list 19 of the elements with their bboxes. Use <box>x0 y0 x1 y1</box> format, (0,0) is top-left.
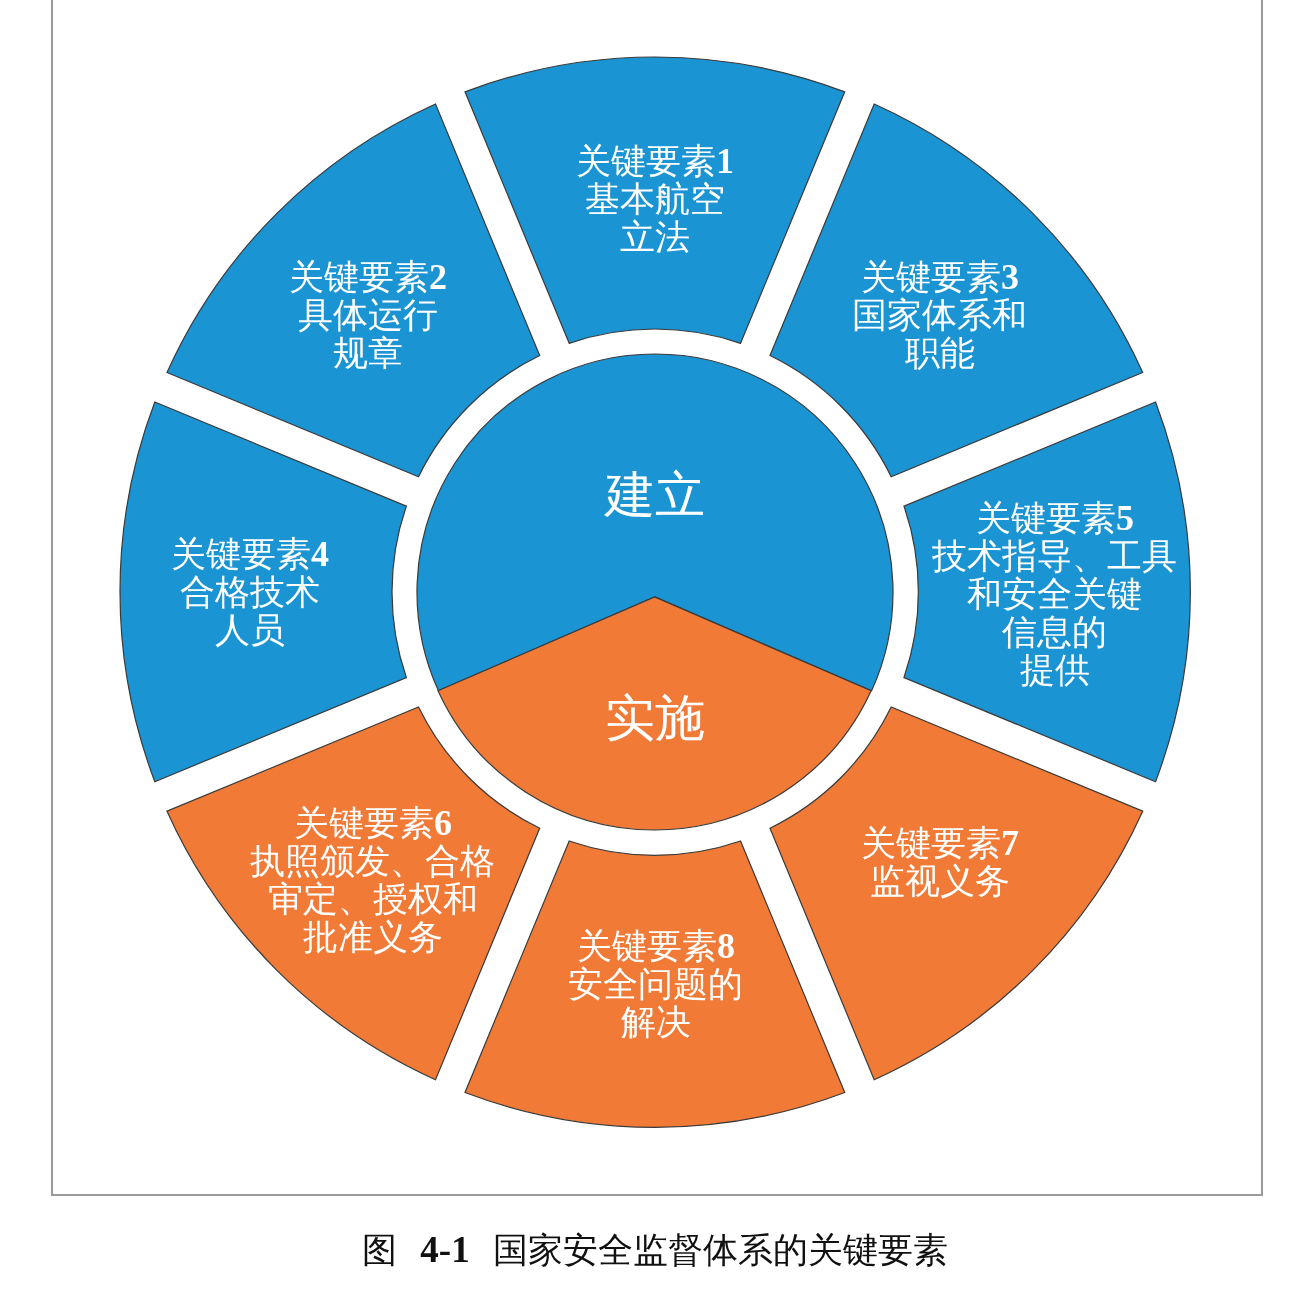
segment-text: 监视义务 <box>869 862 1011 900</box>
segment-title: 关键要素7 <box>861 824 1019 862</box>
segment-text: 国家体系和职能 <box>852 296 1028 372</box>
segment-title: 关键要素2 <box>289 258 447 296</box>
figure-caption: 图 4-1 国家安全监督体系的关键要素 <box>361 1229 949 1271</box>
segment-text: 基本航空立法 <box>584 180 726 256</box>
segment-title: 关键要素1 <box>576 142 734 180</box>
segment-text: 具体运行规章 <box>297 296 439 372</box>
segment-text: 技术指导、工具和安全关键信息的提供 <box>932 537 1178 689</box>
segment-title: 关键要素8 <box>576 927 736 965</box>
segment-title: 关键要素5 <box>975 499 1135 537</box>
center-label: 建立 <box>605 466 705 524</box>
segment-title: 关键要素4 <box>171 535 329 573</box>
center-label: 实施 <box>605 689 705 747</box>
segment-text: 执照颁发、合格审定、授权和批准义务 <box>250 842 496 956</box>
segment-title: 关键要素6 <box>293 804 453 842</box>
segment-title: 关键要素3 <box>860 258 1020 296</box>
segment-text: 安全问题的解决 <box>568 965 744 1041</box>
segment-text: 合格技术人员 <box>179 573 321 649</box>
